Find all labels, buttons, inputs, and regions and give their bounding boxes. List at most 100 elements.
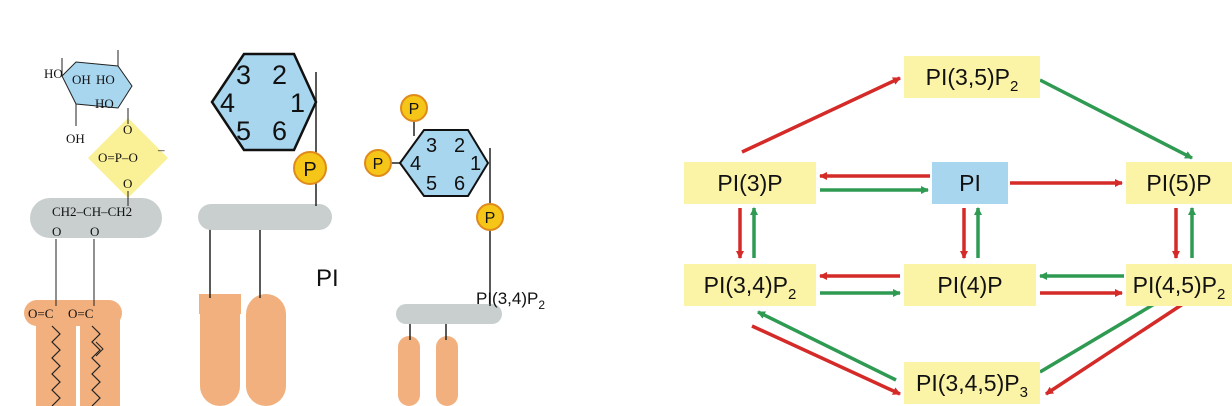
pip2-label-main: PI(3,4)P: [476, 289, 538, 308]
pip2-ring-5: 5: [426, 173, 437, 195]
ring-atom-5: OH: [66, 131, 85, 146]
node-pi4p: PI(4)P: [904, 264, 1036, 306]
node-label-pi5p: PI(5)P: [1146, 170, 1211, 196]
ring-atom-4: HO: [95, 96, 114, 111]
pip2-ring-6: 6: [454, 173, 465, 195]
pi-ring-6: 6: [272, 116, 287, 146]
node-box-pi34p2: [684, 264, 816, 306]
node-label-main-pi3p: PI(3)P: [717, 170, 782, 196]
pi-ring-4: 4: [220, 88, 235, 118]
ring-atom-3: HO: [96, 72, 115, 87]
pi-glycerol: [198, 204, 332, 230]
pip2-tail-right: [436, 336, 458, 406]
node-label-main-pi34p2: PI(3,4)P: [704, 272, 788, 298]
node-label-pi34p2: PI(3,4)P2: [704, 272, 797, 303]
carbonyl-right: O=C: [68, 306, 93, 321]
network-arrows: [736, 76, 1196, 396]
phosphate-o-bottom: O: [123, 176, 132, 191]
pip2-schematic: 3 2 4 1 5 6 P P P PI(3,4)P2: [364, 94, 545, 406]
node-box-pi45p2: [1126, 264, 1232, 306]
pi-label: PI: [316, 265, 339, 292]
pip2-inositol-hexagon: [398, 129, 490, 197]
pi-inositol-hexagon: [210, 52, 318, 152]
node-label-pi45p2: PI(4,5)P2: [1133, 272, 1226, 303]
pip2-phosphate-right: [476, 203, 504, 231]
pip2-ring-1: 1: [470, 153, 481, 175]
node-label-pi345p3: PI(3,4,5)P3: [916, 370, 1028, 401]
pi-ring-2: 2: [272, 60, 287, 90]
phosphate-diamond: [88, 118, 168, 198]
ester-o-right: O: [90, 224, 99, 239]
pip2-phosphate-top-label: P: [409, 101, 420, 118]
ring-atom-1: HO: [44, 66, 63, 81]
node-box-pi3p: [684, 162, 816, 204]
node-label-main-pi45p2: PI(4,5)P: [1133, 272, 1217, 298]
pip2-label: PI(3,4)P2: [476, 289, 545, 312]
node-pi45p2: PI(4,5)P2: [1126, 264, 1232, 306]
node-label-main-pi345p3: PI(3,4,5)P: [916, 370, 1020, 396]
unsaturated-chain: [91, 325, 101, 406]
pip2-phosphate-left-label: P: [373, 156, 384, 173]
pip2-ring-4: 4: [410, 153, 421, 175]
pip2-ring-2: 2: [454, 135, 465, 157]
node-pi3p: PI(3)P: [684, 162, 816, 204]
pi-tail-left: [200, 294, 240, 406]
ring-atom-2: OH: [72, 72, 91, 87]
node-box-pi5p: [1126, 162, 1232, 204]
pi-phosphate-circle: [293, 151, 327, 185]
glycerol-formula: CH2–CH–CH2: [52, 204, 132, 219]
ester-region: [24, 300, 122, 326]
node-box-pi: [932, 162, 1008, 204]
node-label-sub-pi35p2: 2: [1010, 78, 1018, 95]
arrow-pi35p2-to-pi5p: [1039, 78, 1193, 160]
node-label-main-pi5p: PI(5)P: [1146, 170, 1211, 196]
node-label-sub-pi45p2: 2: [1217, 286, 1225, 303]
saturated-chain: [51, 325, 61, 406]
pip2-tail-left: [398, 336, 420, 406]
phosphate-center: O=P–O: [98, 150, 138, 165]
node-pi5p: PI(5)P: [1126, 162, 1232, 204]
node-pi34p2: PI(3,4)P2: [684, 264, 816, 306]
pip2-phosphate-top: [400, 94, 428, 122]
node-label-main-pi: PI: [959, 170, 981, 196]
node-pi345p3: PI(3,4,5)P3: [904, 362, 1040, 404]
pip2-label-sub: 2: [538, 298, 545, 312]
pip2-glycerol: [396, 304, 502, 324]
arrow-pi3p-to-pi35p2: [741, 76, 901, 154]
pi-schematic: 3 2 4 1 5 6 P PI: [198, 52, 339, 406]
node-pi35p2: PI(3,5)P2: [904, 56, 1040, 98]
node-label-pi4p: PI(4)P: [937, 272, 1002, 298]
chemical-structure: O=C O=C CH2–CH–CH2 O O O O=P–O – O HO OH…: [24, 50, 168, 406]
unsaturated-chain-double: [95, 341, 104, 357]
node-box-pi4p: [904, 264, 1036, 306]
node-label-pi3p: PI(3)P: [717, 170, 782, 196]
carbonyl-left: O=C: [28, 306, 53, 321]
ester-o-left: O: [52, 224, 61, 239]
node-label-main-pi35p2: PI(3,5)P: [926, 64, 1010, 90]
pi-tail-right: [246, 294, 286, 406]
phosphate-o-top: O: [123, 122, 132, 137]
glycerol-backbone: [30, 198, 162, 238]
pi-tail-fill: [199, 294, 241, 314]
arrow-pi34p2-to-pi345p3: [751, 324, 901, 396]
pip2-phosphate-left: [364, 149, 392, 177]
pip2-ring-3: 3: [426, 135, 437, 157]
pi-ring-3: 3: [236, 60, 251, 90]
node-label-sub-pi34p2: 2: [788, 286, 796, 303]
node-box-pi345p3: [904, 362, 1040, 404]
node-label-main-pi4p: PI(4)P: [937, 272, 1002, 298]
arrow-pi345p3-to-pi34p2: [757, 310, 897, 382]
pip2-phosphate-right-label: P: [485, 210, 496, 227]
pi-ring-1: 1: [290, 88, 305, 118]
pi-ring-5: 5: [236, 116, 251, 146]
phosphate-charge: –: [157, 142, 165, 157]
node-pi: PI: [932, 162, 1008, 204]
node-box-pi35p2: [904, 56, 1040, 98]
pi-phosphate-label: P: [303, 159, 316, 181]
arrow-pi45p2-to-pi345p3: [1045, 296, 1193, 396]
node-label-pi: PI: [959, 170, 981, 196]
node-label-sub-pi345p3: 3: [1020, 384, 1028, 401]
